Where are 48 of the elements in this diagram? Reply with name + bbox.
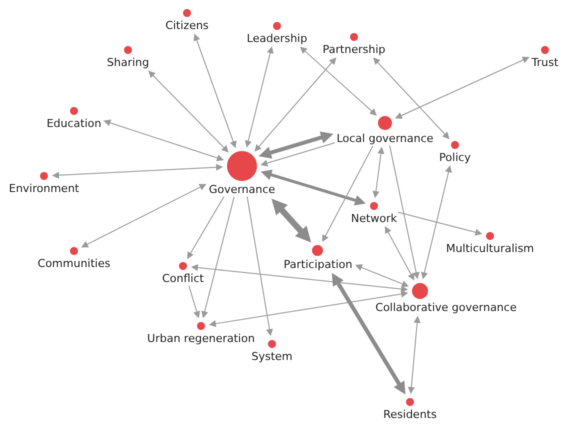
arrow (246, 196, 273, 336)
arrow (408, 316, 421, 394)
arrow (187, 196, 224, 260)
node-label: Citizens (165, 19, 209, 32)
node-label: Partnership (322, 43, 386, 56)
node-label: Participation (284, 258, 352, 270)
node-label: Collaborative governance (375, 301, 517, 314)
arrow (260, 170, 366, 206)
arrow (208, 290, 408, 328)
arrow (188, 286, 200, 318)
node-label: Trust (532, 56, 558, 69)
arrow (373, 57, 450, 140)
arrow (244, 46, 274, 148)
node-label: Urban regeneration (147, 332, 255, 345)
node-label: Environment (8, 182, 80, 195)
node-label: Network (351, 212, 397, 225)
node-label: Leadership (246, 32, 308, 45)
arrow (322, 145, 374, 242)
arrow (355, 264, 409, 288)
node-label: Governance (208, 183, 276, 196)
arrow (254, 57, 336, 152)
arrow (395, 56, 530, 119)
arrow (194, 34, 237, 148)
node-label: Conflict (162, 272, 204, 285)
arrow (148, 70, 229, 152)
node-label: Multiculturalism (446, 242, 534, 255)
arrow (332, 272, 406, 394)
arrow (271, 198, 312, 242)
arrow (260, 142, 336, 166)
node-label: System (251, 350, 293, 363)
arrow (372, 146, 384, 198)
node-label: Residents (383, 408, 437, 421)
arrow (103, 119, 224, 162)
arrow (398, 212, 482, 236)
arrow (81, 184, 206, 248)
arrow (52, 164, 224, 179)
node-label: Policy (439, 151, 471, 164)
node-label: Sharing (106, 56, 150, 69)
node-label: Education (46, 117, 102, 130)
arrow (258, 131, 334, 159)
arrow (384, 226, 414, 280)
node-label: Local governance (336, 132, 434, 145)
arrow (300, 46, 377, 116)
arrow (201, 196, 235, 318)
arrow (389, 144, 420, 280)
arrow (421, 165, 452, 280)
arrow (190, 264, 408, 292)
node-label: Communities (38, 257, 110, 270)
